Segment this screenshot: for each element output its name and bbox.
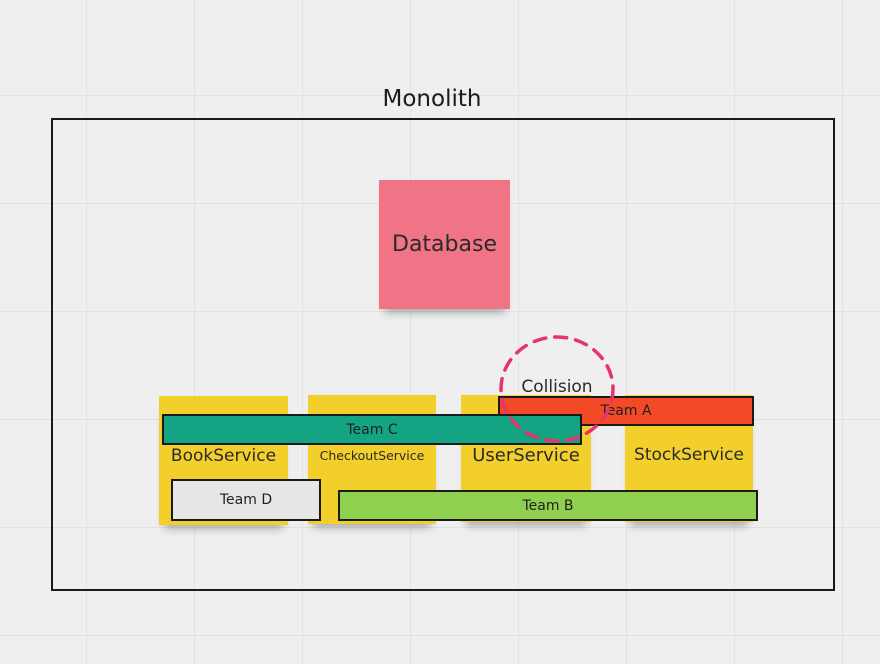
team-a-label: Team A xyxy=(600,403,652,419)
team-b-label: Team B xyxy=(522,497,574,514)
team-c-bar[interactable]: Team C xyxy=(162,414,582,445)
team-d-label: Team D xyxy=(219,492,273,508)
frame-title: Monolith xyxy=(382,86,482,112)
team-b-bar[interactable]: Team B xyxy=(338,490,758,521)
database-sticky-note[interactable]: Database xyxy=(379,180,510,309)
checkout-service-label: CheckoutService xyxy=(319,448,425,463)
monolith-frame[interactable] xyxy=(51,118,835,591)
database-label: Database xyxy=(392,232,497,257)
collision-label: Collision xyxy=(521,377,593,397)
team-d-bar[interactable]: Team D xyxy=(171,479,321,521)
stock-service-label: StockService xyxy=(634,445,744,465)
team-c-label: Team C xyxy=(346,421,398,438)
book-service-label: BookService xyxy=(170,446,277,466)
user-service-label: UserService xyxy=(472,445,580,466)
